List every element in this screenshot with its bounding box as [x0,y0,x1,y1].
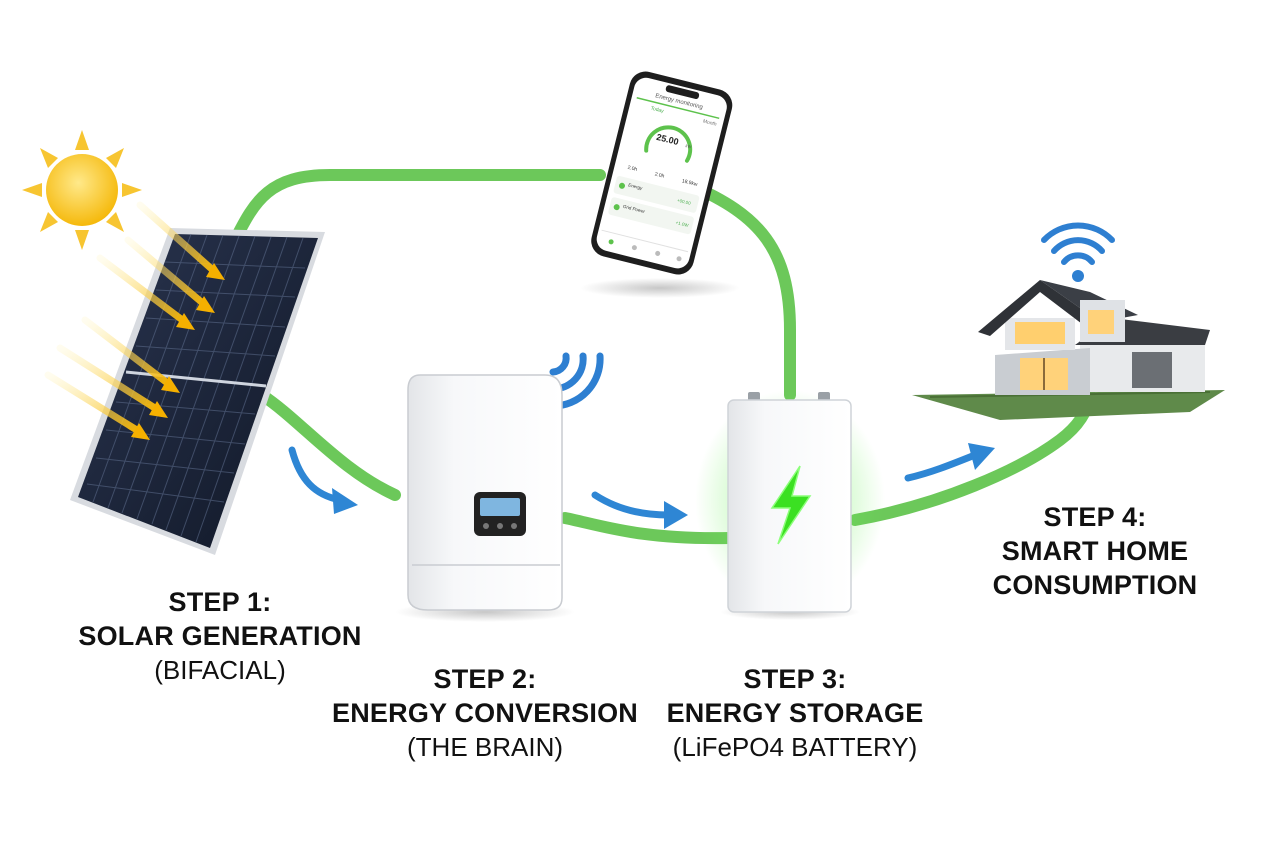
sun-icon [22,130,142,250]
smartphone-app: Energy monitoring Today Month 25.00 kW 2… [580,68,740,298]
step-2-label: STEP 2: ENERGY CONVERSION (THE BRAIN) [320,662,650,764]
step-4-number: STEP 4: [950,500,1240,534]
flow-line-panel-to-inverter [262,395,395,495]
flow-line-panel-to-phone [235,175,600,240]
step-2-number: STEP 2: [320,662,650,696]
step-4-detail: CONSUMPTION [950,568,1240,602]
step-2-title: ENERGY CONVERSION [320,696,650,730]
solar-panel [70,228,325,555]
inverter-device [395,375,575,622]
step-4-title: SMART HOME [950,534,1240,568]
step-3-number: STEP 3: [640,662,950,696]
step-2-detail: (THE BRAIN) [320,730,650,764]
wifi-icon [1044,225,1112,262]
battery-device [695,390,885,620]
step-4-label: STEP 4: SMART HOME CONSUMPTION [950,500,1240,602]
step-3-title: ENERGY STORAGE [640,696,950,730]
step-3-detail: (LiFePO4 BATTERY) [640,730,950,764]
smart-home [912,280,1225,420]
step-1-title: SOLAR GENERATION [60,619,380,653]
step-3-label: STEP 3: ENERGY STORAGE (LiFePO4 BATTERY) [640,662,950,764]
step-1-number: STEP 1: [60,585,380,619]
